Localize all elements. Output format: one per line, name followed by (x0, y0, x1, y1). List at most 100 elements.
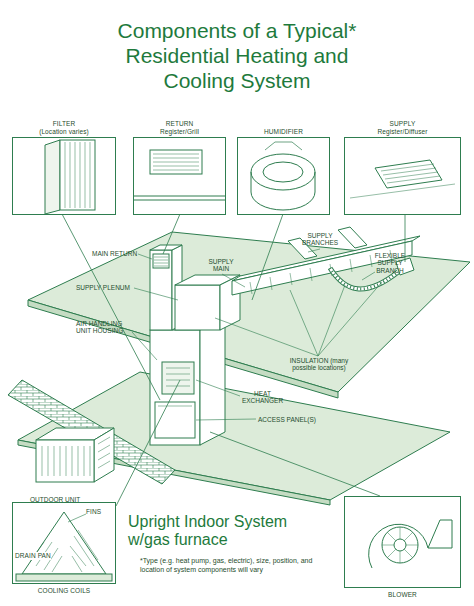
part-name: HUMIDIFIER (237, 128, 330, 136)
coil-drawing (16, 512, 112, 581)
leader-line (134, 288, 178, 300)
humidifier-drawing (251, 154, 315, 190)
part-label: OUTDOOR UNIT (30, 496, 90, 503)
return-drawing (134, 196, 225, 200)
part-name: (Location varies) (12, 128, 116, 136)
part-label: AIR HANDLING UNIT HOUSING (76, 320, 132, 335)
inset-panel: BLOWER (344, 496, 461, 600)
upper-floor (28, 232, 470, 398)
part-label: SUPPLY MAIN (206, 258, 236, 273)
leader-line (362, 272, 375, 280)
filter-drawing (65, 142, 90, 208)
part-name: DRAIN PAN (15, 552, 51, 560)
coil-drawing (16, 574, 112, 581)
filter-drawing (45, 140, 60, 214)
leader-line (308, 249, 320, 252)
part-name: SUPPLY (344, 120, 461, 128)
part-label: HEAT EXCHANGER (240, 390, 285, 405)
part-name: Register/Diffuser (344, 128, 461, 136)
leader-line (132, 249, 382, 420)
inset-leader (210, 432, 380, 496)
system-caption: Upright Indoor System w/gas furnace (128, 513, 308, 550)
air-handler (150, 330, 200, 445)
part-label: MAIN RETURN (92, 250, 138, 257)
coil-drawing (30, 530, 98, 572)
air-handler (155, 402, 195, 438)
outdoor-unit (42, 446, 90, 476)
main-return (153, 254, 169, 268)
inset-panel: HUMIDIFIER (237, 120, 330, 215)
leader-line (215, 282, 382, 356)
inset-frame (344, 496, 461, 588)
part-label: SUPPLY PLENUM (76, 284, 134, 291)
main-return (150, 250, 172, 330)
page (8, 140, 470, 581)
main-return (154, 257, 168, 266)
air-handler (162, 362, 194, 394)
outdoor-unit (36, 440, 94, 482)
lower-floor (18, 372, 450, 505)
outdoor-unit (36, 428, 114, 482)
outdoor-unit (98, 437, 110, 468)
part-label: ACCESS PANEL(S) (258, 416, 328, 423)
register-drawing (350, 184, 455, 198)
filter-drawing (45, 140, 95, 214)
part-name: FINS (86, 508, 112, 516)
coil-drawing (68, 514, 86, 522)
inset-panel: FILTER(Location varies) (12, 120, 116, 215)
footnote: *Type (e.g. heat pump, gas, electric), s… (140, 557, 330, 574)
air-handler (150, 318, 225, 445)
air-handler (158, 406, 192, 407)
inset-panel: FINS DRAIN PAN COOLING COILS (12, 502, 116, 602)
leader-line (138, 254, 152, 259)
part-name: COOLING COILS (12, 587, 116, 595)
return-drawing (150, 150, 202, 174)
inset-frame (344, 137, 461, 215)
inset-panel: SUPPLYRegister/Diffuser (344, 120, 461, 215)
supply-main (232, 241, 412, 295)
leader-line (222, 274, 245, 287)
inset-frame (12, 137, 116, 215)
blower-drawing (382, 527, 418, 563)
inset-frame (237, 137, 330, 215)
inset-leader (116, 380, 180, 506)
part-name: Register/Grill (133, 128, 226, 136)
outdoor-unit (94, 428, 114, 482)
inset-leader (252, 214, 283, 300)
inset-panel: RETURNRegister/Grill (133, 120, 226, 215)
inset-leader (62, 214, 160, 400)
coil-drawing (22, 512, 106, 574)
leader-line (196, 419, 256, 420)
humidifier-drawing (251, 142, 315, 210)
humidifier-drawing (251, 172, 315, 210)
humidifier-drawing (263, 162, 303, 182)
register-drawing (350, 160, 455, 198)
humidifier-drawing (265, 142, 302, 150)
lower-floor (18, 440, 330, 505)
blower-drawing (382, 527, 418, 563)
supply-main (338, 227, 367, 248)
leader-line (132, 332, 157, 360)
part-name: FILTER (12, 120, 116, 128)
part-name: BLOWER (344, 591, 461, 599)
register-drawing (375, 160, 442, 188)
register-drawing (381, 164, 440, 183)
air-handler (200, 318, 225, 445)
return-drawing (153, 154, 199, 170)
blower-drawing (369, 520, 452, 568)
part-label: FLEXIBLE SUPPLY BRANCH (370, 252, 410, 274)
part-label: INSULATION (many possible locations) (288, 357, 350, 372)
supply-plenum (175, 275, 240, 330)
inset-leader (62, 214, 405, 506)
part-label: SUPPLY BRANCHES (298, 232, 342, 247)
blower-drawing (369, 520, 452, 568)
supply-plenum (175, 285, 220, 330)
inset-frame (133, 137, 226, 215)
leader-line (196, 380, 240, 396)
supply-main (232, 227, 420, 295)
title: Components of a Typical* Residential Hea… (92, 18, 382, 93)
part-name: RETURN (133, 120, 226, 128)
lower-floor (18, 372, 450, 500)
filter-drawing (60, 140, 95, 210)
